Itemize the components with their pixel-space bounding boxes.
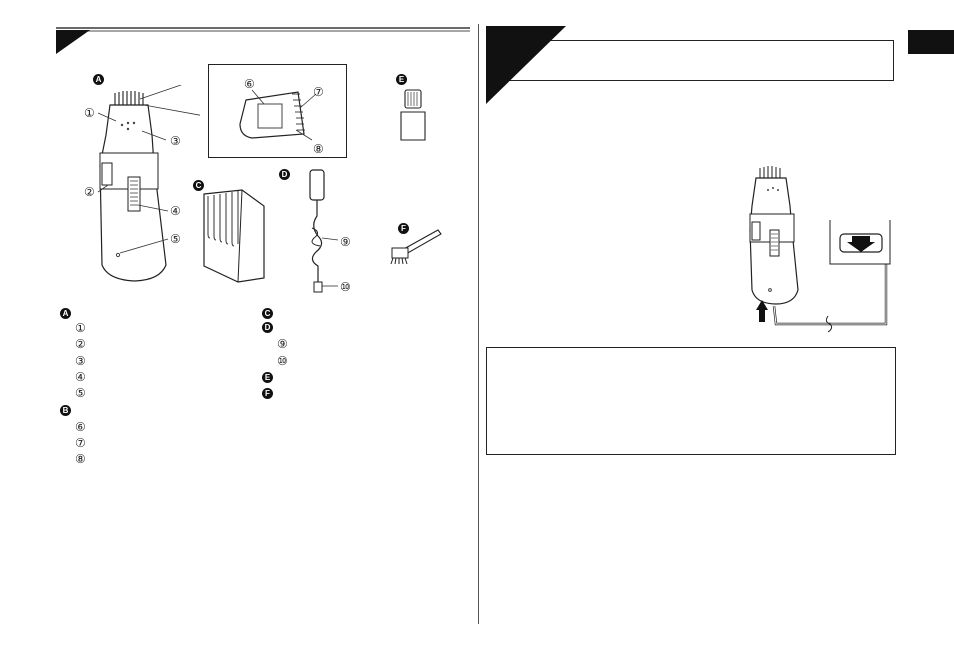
list-item-6: ⑥ [75, 420, 86, 434]
list-badge-c: C [262, 308, 273, 319]
oil-bottle-illustration [400, 89, 426, 141]
callout-4: ④ [170, 204, 181, 218]
callout-8: ⑧ [313, 142, 324, 156]
charging-illustration [749, 166, 891, 333]
right-header [486, 26, 894, 104]
badge-c: C [193, 180, 204, 191]
badge-d: D [279, 169, 290, 180]
language-tab [908, 30, 954, 54]
list-badge-b: B [60, 405, 71, 416]
badge-e: E [396, 74, 407, 85]
list-item-2: ② [75, 337, 86, 351]
callout-9: ⑨ [340, 235, 351, 249]
comb-attachment-illustration [203, 189, 265, 283]
callout-10: ⑩ [340, 280, 351, 294]
cleaning-brush-illustration [390, 229, 442, 265]
note-box [486, 347, 896, 455]
callout-6: ⑥ [244, 77, 255, 91]
list-badge-a: A [60, 308, 71, 319]
list-badge-e: E [262, 372, 273, 383]
page-divider [478, 24, 479, 624]
list-item-7: ⑦ [75, 436, 86, 450]
list-item-3: ③ [75, 354, 86, 368]
callout-3: ③ [170, 134, 181, 148]
list-item-5: ⑤ [75, 386, 86, 400]
callout-7: ⑦ [313, 85, 324, 99]
callout-2: ② [84, 185, 95, 199]
callout-5: ⑤ [170, 232, 181, 246]
badge-f: F [398, 223, 409, 234]
list-badge-f: F [262, 388, 273, 399]
adapter-illustration [309, 169, 339, 293]
left-header-rule [56, 27, 470, 54]
list-badge-d: D [262, 322, 273, 333]
list-item-9: ⑨ [277, 337, 288, 351]
list-item-10: ⑩ [277, 354, 288, 368]
badge-a: A [93, 74, 104, 85]
trimmer-illustration [97, 85, 200, 282]
callout-1: ① [84, 106, 95, 120]
list-item-4: ④ [75, 370, 86, 384]
list-item-8: ⑧ [75, 452, 86, 466]
list-item-1: ① [75, 321, 86, 335]
blade-detail-box [208, 64, 347, 158]
